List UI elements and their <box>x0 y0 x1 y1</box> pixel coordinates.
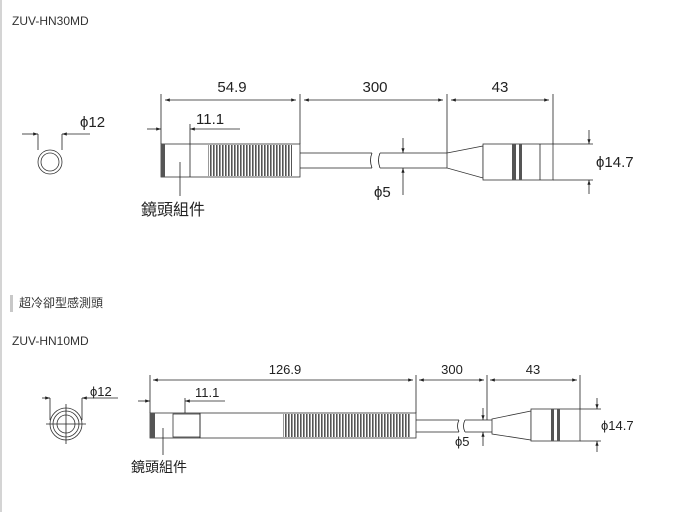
dim-connector-length: 43 <box>492 79 509 96</box>
dim-total-length: 126.9 <box>269 362 302 377</box>
lens-assembly-label: 鏡頭組件 <box>131 459 187 475</box>
drawing-hn30md: ϕ12 54.9 300 43 11.1 ϕ5 <box>22 79 634 219</box>
dim-head-length: 11.1 <box>195 385 219 400</box>
left-border <box>0 0 2 512</box>
model-title-2: ZUV-HN10MD <box>12 334 89 348</box>
end-view: ϕ12 <box>42 384 118 444</box>
sensor-body <box>149 408 581 442</box>
end-view: ϕ12 <box>22 114 105 175</box>
dim-cable-length: 300 <box>441 362 463 377</box>
model-title-1: ZUV-HN30MD <box>12 14 89 28</box>
dim-cable-diameter: ϕ5 <box>374 184 391 201</box>
dim-cable-diameter: ϕ5 <box>455 434 470 449</box>
dim-cable-length: 300 <box>362 79 387 96</box>
dim-head-diameter: ϕ12 <box>80 114 105 131</box>
dim-head-length: 11.1 <box>196 111 224 128</box>
dim-connector-diameter: ϕ14.7 <box>596 154 634 171</box>
dim-total-length: 54.9 <box>217 79 246 96</box>
dim-connector-diameter: ϕ14.7 <box>601 418 634 433</box>
lens-assembly-label: 鏡頭組件 <box>141 200 205 219</box>
dim-connector-length: 43 <box>526 362 540 377</box>
sensor-body <box>160 143 554 181</box>
section-heading: 超冷卻型感測頭 <box>10 295 103 312</box>
drawing-hn10md: ϕ12 126.9 300 43 11.1 ϕ5 <box>42 362 634 475</box>
dim-head-diameter: ϕ12 <box>90 384 112 399</box>
